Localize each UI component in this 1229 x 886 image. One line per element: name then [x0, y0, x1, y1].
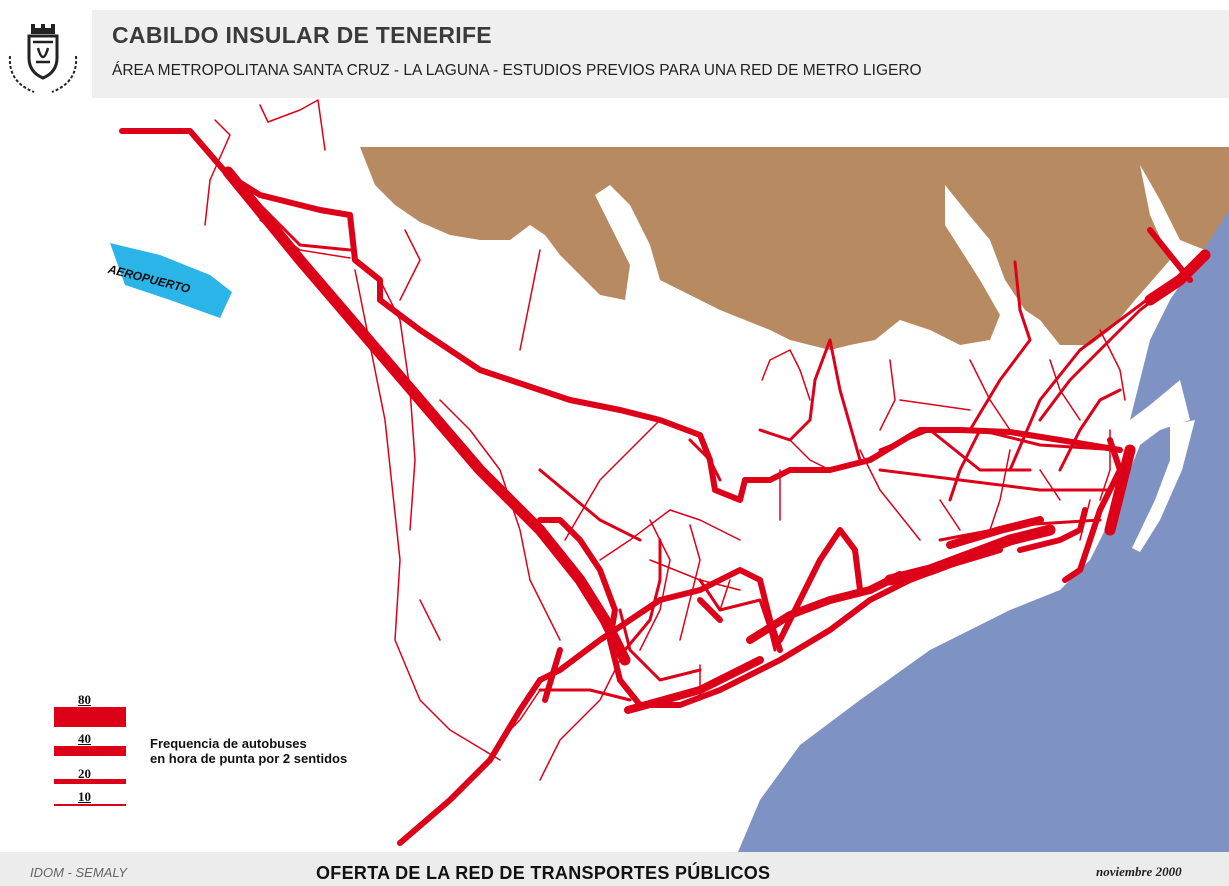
legend-description: Frequencia de autobuses en hora de punta…	[150, 736, 347, 766]
legend-level-10: 10	[78, 789, 91, 804]
page-subtitle: ÁREA METROPOLITANA SANTA CRUZ - LA LAGUN…	[112, 62, 922, 79]
sea-area	[738, 210, 1229, 852]
footer-band	[0, 852, 1229, 886]
legend-level-20: 20	[78, 766, 91, 781]
footer-authors: IDOM - SEMALY	[30, 865, 128, 880]
transit-map	[110, 99, 1229, 852]
header-band	[92, 10, 1229, 98]
coat-of-arms-icon	[8, 24, 78, 93]
legend-bar-20	[54, 779, 126, 784]
map-title: OFERTA DE LA RED DE TRANSPORTES PÚBLICOS	[316, 863, 771, 883]
legend-description-line1: Frequencia de autobuses	[150, 736, 307, 751]
airport-area	[110, 243, 232, 318]
legend-description-line2: en hora de punta por 2 sentidos	[150, 751, 348, 766]
legend-level-40: 40	[78, 731, 91, 746]
terrain-area	[360, 147, 1229, 350]
legend-level-80: 80	[78, 692, 91, 707]
footer-date: noviembre 2000	[1096, 864, 1182, 879]
legend-bar-40	[54, 746, 126, 756]
page-title: CABILDO INSULAR DE TENERIFE	[112, 22, 492, 48]
legend-bar-10	[54, 804, 126, 806]
legend-bar-80	[54, 707, 126, 727]
